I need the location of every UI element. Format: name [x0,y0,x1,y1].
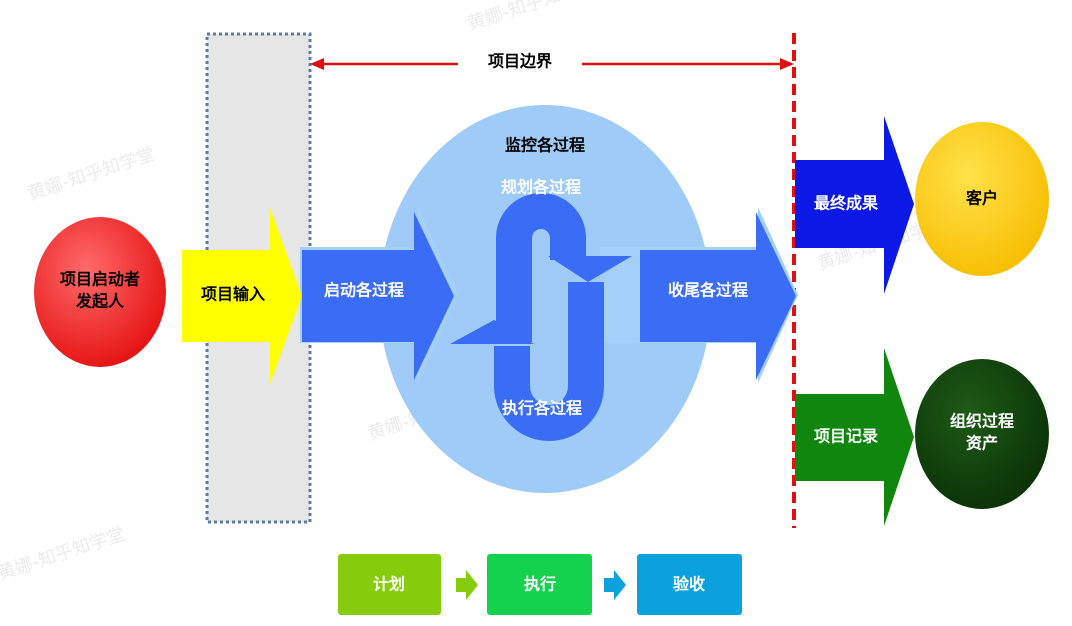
initiating-process-arrow [302,212,454,380]
project-records-label: 项目记录 [814,427,878,446]
project-boundary-label: 项目边界 [488,52,552,71]
watermark-text: 黄娜-知乎知学堂 [25,144,158,205]
customer-label: 客户 [966,189,998,208]
org-assets-label-line2: 资产 [966,434,998,453]
initiator-label-line1: 项目启动者 [60,270,140,289]
closing-process-arrow [640,212,796,380]
final-result-label: 最终成果 [814,194,878,213]
planning-arrowhead [548,256,632,282]
watermark-text: 黄娜-知乎知学堂 [0,524,128,585]
legend-accept-label: 验收 [673,575,705,594]
legend-arrow-2 [604,570,626,600]
legend-arrow-1 [456,570,478,600]
legend-execute-label: 执行 [524,575,556,594]
planning-cycle-arrow [496,193,586,342]
initiator-circle [34,217,166,367]
monitoring-cloud [379,105,711,493]
final-result-arrow [795,116,914,294]
legend-accept-box [637,554,742,615]
initiating-process-label: 启动各过程 [324,281,404,300]
initiator-label-line2: 发起人 [75,292,125,311]
legend-plan-label: 计划 [373,575,405,594]
project-records-arrow [795,348,914,526]
customer-circle [915,122,1049,276]
monitor-process-label: 监控各过程 [505,136,585,155]
project-boundary-arrow [310,58,794,70]
legend-plan-box [338,554,441,615]
org-assets-label-line1: 组织过程 [950,412,1014,431]
project-input-arrow [182,208,302,384]
executing-cycle-arrow [494,282,604,441]
planning-process-label: 规划各过程 [501,178,581,197]
watermark-text: 黄娜-知乎知学堂 [465,0,598,35]
executing-process-label: 执行各过程 [502,399,582,418]
legend-execute-box [487,554,592,615]
org-assets-circle [915,359,1049,509]
closing-process-label: 收尾各过程 [668,281,748,300]
project-input-label: 项目输入 [201,285,265,304]
executing-arrowhead [450,320,534,344]
